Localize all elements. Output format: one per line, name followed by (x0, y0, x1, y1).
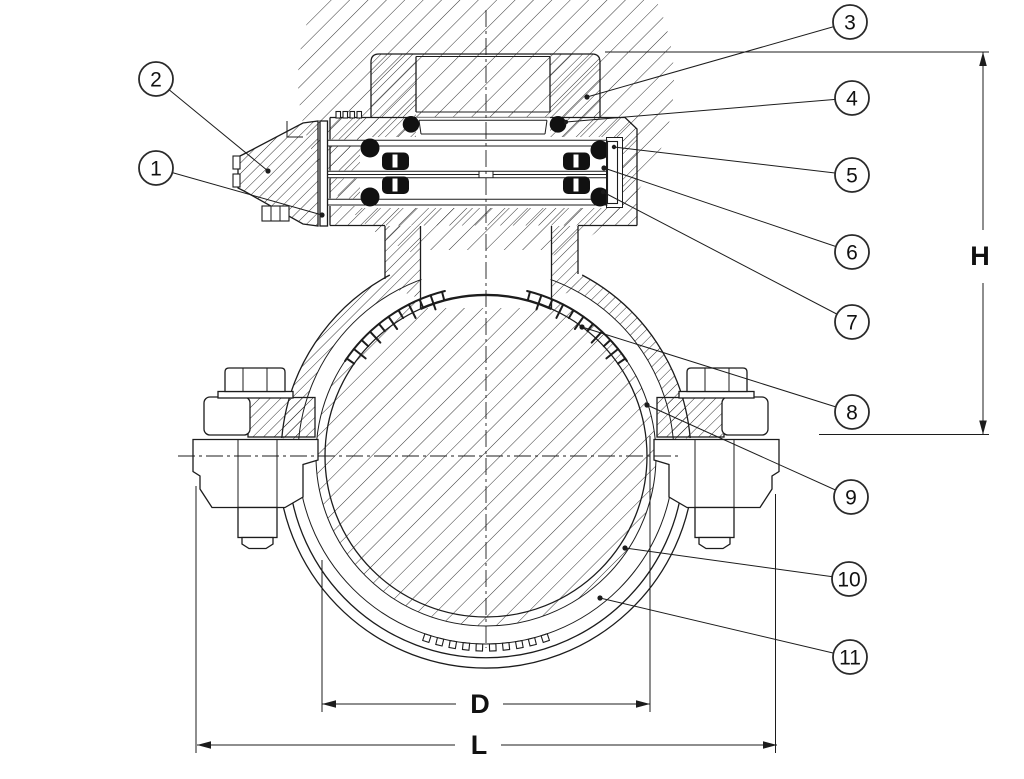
callout-7-label: 7 (846, 312, 858, 335)
o-ring-top-left (402, 116, 420, 133)
dimension-L: L (195, 486, 777, 760)
callout-4-label: 4 (846, 88, 858, 111)
o-ring-lower-left (360, 187, 380, 207)
dimension-label-d: D (470, 689, 490, 719)
plug-tip-upper (232, 155, 241, 170)
o-ring-upper-right (590, 140, 610, 160)
left-lower-lug (192, 438, 319, 509)
callout-6-label: 6 (846, 242, 858, 265)
l-arrow-right (763, 741, 777, 749)
h-arrow-up (979, 52, 987, 66)
callout-5: 5 (834, 157, 870, 193)
flange-tier (327, 116, 638, 227)
bottom-rib-ticks (421, 633, 551, 652)
plug-tip-lower (232, 173, 241, 188)
callout-3: 3 (832, 4, 868, 40)
centerlines (178, 10, 680, 648)
callout-9: 9 (833, 479, 869, 515)
neck-flank-left (385, 226, 421, 299)
o-ring-upper-left (360, 138, 380, 158)
callout-5-label: 5 (846, 165, 858, 188)
callout-3-label: 3 (844, 12, 856, 35)
side-plug-nut (261, 205, 290, 222)
o-ring-top-right (549, 116, 567, 133)
d-arrow-right (636, 700, 650, 708)
callout-2-label: 2 (150, 69, 162, 92)
check-valve-cartridges (382, 152, 590, 194)
right-bottom-bolt-head (698, 536, 731, 550)
upper-outlet-block (370, 53, 601, 118)
right-washer (678, 390, 755, 399)
dimension-label-l: L (471, 730, 488, 760)
callout-8-label: 8 (846, 402, 858, 425)
callout-balloons: 1 2 3 4 5 6 7 8 (138, 4, 870, 675)
right-lower-lug (653, 438, 780, 509)
callout-6: 6 (834, 234, 870, 270)
lock-ring-teeth (335, 110, 363, 119)
left-bolt-head (224, 367, 286, 393)
callout-8: 8 (834, 394, 870, 430)
left-clamp-lug (192, 367, 319, 550)
callout-9-label: 9 (845, 487, 857, 510)
left-nut-block (203, 396, 251, 436)
callout-7: 7 (834, 304, 870, 340)
callout-1: 1 (138, 150, 174, 186)
right-clamp-lug (653, 367, 780, 550)
callout-4: 4 (834, 80, 870, 116)
callout-10-label: 10 (837, 569, 860, 592)
h-arrow-down (979, 420, 987, 435)
d-arrow-left (322, 700, 336, 708)
left-bottom-bolt-head (241, 536, 274, 550)
valve-stem-rod (327, 170, 608, 179)
lower-strap (277, 473, 695, 669)
l-arrow-left (197, 741, 211, 749)
neck-flank-right (551, 226, 583, 299)
side-plug-assembly (232, 110, 363, 227)
right-bottom-bolt-shank (694, 506, 735, 539)
side-flange-plate (319, 120, 329, 227)
o-rings (360, 116, 610, 207)
callout-11: 11 (832, 639, 868, 675)
callout-10: 10 (831, 561, 867, 597)
callout-11-label: 11 (839, 647, 861, 670)
callout-2: 2 (138, 61, 174, 97)
right-bolt-head (686, 367, 748, 393)
callout-1-label: 1 (150, 158, 162, 181)
right-nut-block (721, 396, 769, 436)
left-bottom-bolt-shank (237, 506, 278, 539)
dimension-H: H (605, 51, 990, 435)
left-washer (217, 390, 294, 399)
dimension-label-h: H (970, 241, 990, 271)
callout-leaders (155, 21, 853, 658)
gripper-teeth (344, 290, 628, 365)
top-disc (418, 119, 548, 135)
